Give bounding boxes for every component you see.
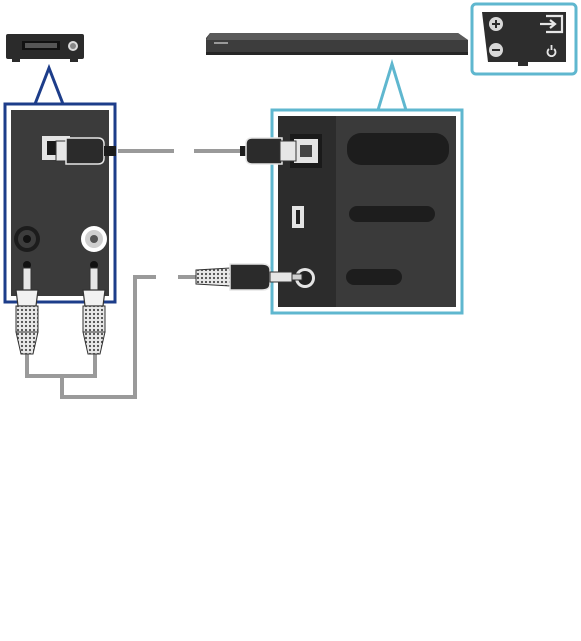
soundbar-callout bbox=[272, 58, 462, 112]
power-icon[interactable] bbox=[546, 45, 557, 58]
volume-down-icon[interactable] bbox=[489, 43, 503, 57]
aux-plug bbox=[195, 263, 303, 291]
rca-plug-right bbox=[82, 267, 106, 355]
av-receiver-icon bbox=[6, 34, 84, 62]
optical-cable bbox=[55, 137, 297, 165]
control-panel bbox=[470, 2, 578, 76]
volume-up-icon[interactable] bbox=[489, 17, 503, 31]
rca-right-port bbox=[81, 226, 107, 269]
rca-to-35mm-cable bbox=[15, 263, 303, 399]
soundbar-icon bbox=[206, 33, 468, 55]
usb-port bbox=[292, 206, 304, 228]
source-input-icon[interactable] bbox=[540, 14, 564, 34]
rca-plug-left bbox=[15, 267, 39, 355]
source-callout bbox=[5, 63, 115, 106]
rca-left-port bbox=[14, 226, 40, 269]
soundbar-back-panel bbox=[270, 108, 464, 315]
